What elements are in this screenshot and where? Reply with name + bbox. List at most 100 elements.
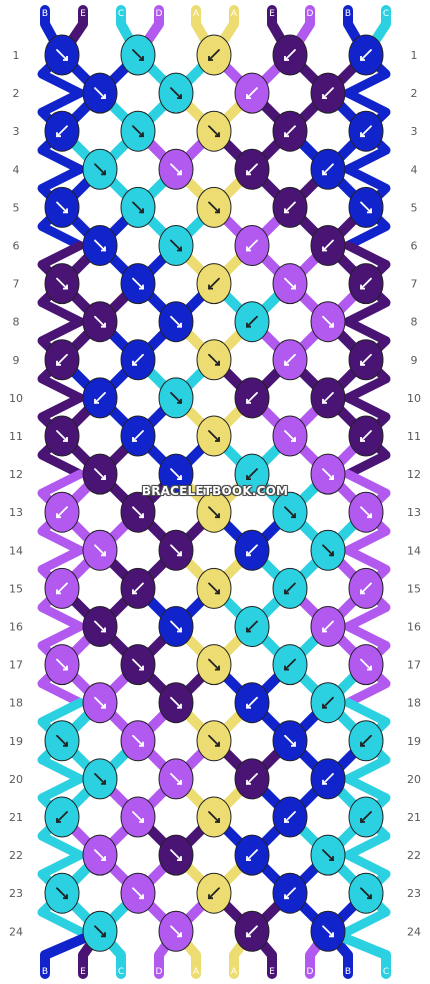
arrow-icon bbox=[56, 125, 68, 138]
arrow-icon bbox=[208, 125, 220, 138]
knot bbox=[196, 872, 232, 914]
knot bbox=[44, 263, 80, 305]
row-number-right: 10 bbox=[407, 392, 421, 405]
knot bbox=[196, 34, 232, 76]
arrow-icon bbox=[94, 468, 106, 481]
arrow-icon bbox=[56, 887, 68, 900]
arrow-head-icon bbox=[139, 741, 144, 747]
arrow-head-icon bbox=[246, 627, 251, 633]
arrow-head-icon bbox=[246, 94, 251, 99]
arrow-icon bbox=[170, 773, 182, 785]
arrow-head-icon bbox=[360, 818, 365, 823]
arrow-icon bbox=[170, 163, 182, 176]
arrow-head-icon bbox=[177, 627, 182, 633]
knot bbox=[310, 910, 346, 952]
knot bbox=[234, 606, 270, 647]
knot bbox=[158, 301, 194, 343]
arrow-icon bbox=[56, 506, 68, 519]
strand-label-top: D bbox=[156, 9, 163, 19]
arrow-icon bbox=[170, 468, 182, 481]
arrow-head-icon bbox=[101, 94, 106, 99]
arrow-icon bbox=[94, 925, 106, 938]
arrow-head-icon bbox=[329, 856, 334, 861]
arrow-head-icon bbox=[101, 779, 106, 785]
row-number-right: 24 bbox=[407, 925, 421, 938]
arrow-icon bbox=[56, 582, 68, 595]
arrow-icon bbox=[132, 430, 144, 442]
knot bbox=[234, 758, 270, 800]
knot bbox=[44, 567, 80, 609]
knot bbox=[196, 491, 232, 533]
arrow-head-icon bbox=[215, 132, 220, 138]
knot bbox=[82, 148, 118, 190]
knot bbox=[158, 529, 194, 571]
arrow-icon bbox=[132, 49, 144, 61]
arrow-icon bbox=[208, 658, 220, 671]
knot bbox=[158, 377, 194, 419]
strand-label-bottom: B bbox=[345, 967, 351, 977]
arrow-head-icon bbox=[63, 665, 68, 671]
row-number-right: 15 bbox=[407, 582, 421, 595]
arrow-icon bbox=[56, 353, 68, 366]
arrow-icon bbox=[56, 277, 68, 290]
arrow-icon bbox=[94, 544, 106, 557]
arrow-head-icon bbox=[132, 589, 137, 595]
knot bbox=[158, 758, 194, 800]
knot bbox=[310, 148, 346, 190]
row-number-right: 7 bbox=[411, 278, 418, 291]
knot-layer bbox=[44, 34, 384, 952]
arrow-head-icon bbox=[177, 856, 182, 861]
arrow-head-icon bbox=[284, 208, 289, 214]
arrow-head-icon bbox=[177, 246, 182, 252]
arrow-icon bbox=[246, 391, 258, 404]
arrow-icon bbox=[360, 277, 372, 290]
arrow-head-icon bbox=[322, 779, 327, 785]
arrow-head-icon bbox=[246, 551, 251, 557]
strand-end-B bbox=[40, 926, 105, 979]
knot bbox=[44, 339, 80, 381]
row-number-right: 23 bbox=[407, 887, 421, 900]
knot bbox=[348, 644, 384, 686]
knot bbox=[348, 110, 384, 152]
knot bbox=[272, 186, 308, 228]
arrow-icon bbox=[284, 887, 296, 900]
row-number-left: 11 bbox=[9, 430, 23, 443]
arrow-icon bbox=[94, 773, 106, 785]
strand-label-bottom: D bbox=[156, 967, 163, 977]
arrow-icon bbox=[56, 658, 68, 671]
arrow-icon bbox=[322, 163, 334, 176]
knot bbox=[44, 415, 80, 457]
row-number-right: 9 bbox=[411, 354, 418, 367]
knot bbox=[82, 72, 118, 114]
arrow-icon bbox=[170, 544, 182, 557]
arrow-icon bbox=[322, 849, 334, 861]
arrow-head-icon bbox=[246, 856, 251, 861]
arrow-head-icon bbox=[360, 56, 365, 61]
arrow-head-icon bbox=[329, 322, 334, 328]
knot bbox=[310, 301, 346, 343]
row-number-left: 4 bbox=[13, 163, 20, 176]
row-number-left: 8 bbox=[13, 316, 20, 329]
row-number-left: 2 bbox=[13, 87, 20, 100]
arrow-icon bbox=[360, 582, 372, 595]
arrow-head-icon bbox=[139, 132, 144, 138]
arrow-icon bbox=[94, 163, 106, 176]
arrow-head-icon bbox=[360, 360, 365, 366]
arrow-icon bbox=[322, 620, 334, 633]
knot bbox=[82, 758, 118, 800]
strand-label-bottom: C bbox=[383, 967, 389, 977]
arrow-icon bbox=[170, 696, 182, 709]
arrow-head-icon bbox=[215, 437, 220, 442]
row-number-left: 23 bbox=[9, 887, 23, 900]
arrow-icon bbox=[94, 391, 106, 404]
arrow-icon bbox=[170, 87, 182, 99]
arrow-head-icon bbox=[63, 284, 68, 290]
arrow-icon bbox=[246, 696, 258, 709]
arrow-head-icon bbox=[101, 551, 106, 557]
arrow-icon bbox=[360, 49, 372, 61]
arrow-head-icon bbox=[101, 322, 106, 328]
arrow-icon bbox=[170, 925, 182, 938]
arrow-icon bbox=[56, 811, 68, 823]
knot bbox=[348, 415, 384, 457]
